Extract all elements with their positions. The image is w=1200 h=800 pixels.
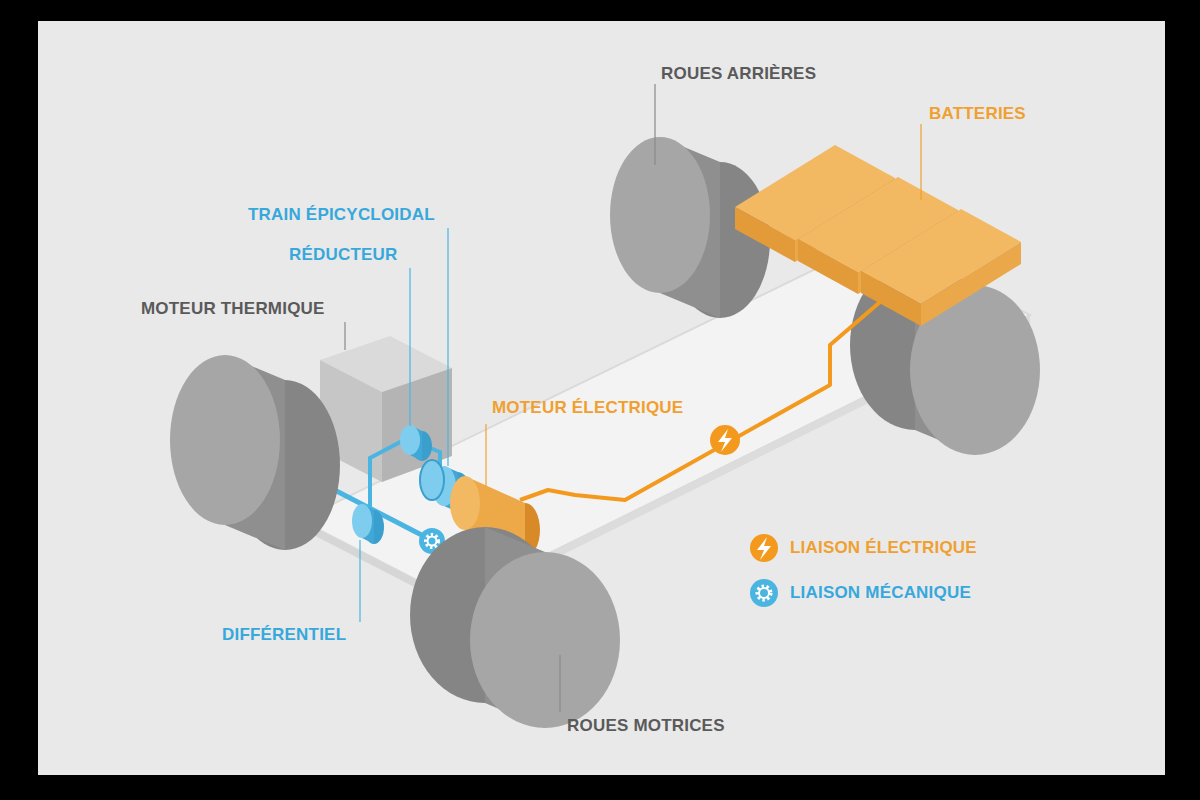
leader-lines [485, 424, 486, 486]
legend-icons [750, 534, 778, 607]
reduction-gear [400, 425, 420, 455]
part-label: DIFFÉRENTIEL [222, 625, 346, 645]
legend-icons [750, 534, 778, 562]
electric-wire [718, 429, 732, 452]
leader-lines [344, 322, 345, 350]
battery-pack [798, 239, 858, 294]
part-label: ROUES ARRIÈRES [661, 64, 816, 84]
leader-lines [447, 228, 448, 466]
differential [352, 504, 372, 538]
legend-text: LIAISON ÉLECTRIQUE [790, 538, 977, 558]
leader-lines [409, 268, 410, 426]
electric-wire [710, 425, 740, 455]
leader-lines [654, 84, 655, 165]
legend-icons [757, 537, 771, 560]
front-right-wheel [470, 552, 620, 728]
planetary-gear [420, 460, 444, 500]
leader-lines [345, 84, 921, 712]
combustion-engine [382, 368, 452, 482]
part-label: MOTEUR ÉLECTRIQUE [492, 398, 683, 418]
front-left-wheel [170, 355, 340, 550]
gear-icon [426, 535, 438, 547]
part-label: BATTERIES [929, 104, 1026, 124]
battery-pack [735, 207, 795, 262]
front-left-wheel [170, 355, 280, 525]
battery-pack [921, 242, 1021, 326]
mechanical-links [370, 440, 404, 512]
leader-lines [559, 655, 560, 712]
rear-left-wheel [610, 137, 710, 293]
leader-lines [920, 124, 921, 200]
part-label: ROUES MOTRICES [567, 716, 725, 736]
legend-icons [750, 579, 778, 607]
front-right-wheel [410, 527, 620, 728]
electric-motor [450, 476, 480, 530]
part-label: MOTEUR THERMIQUE [141, 299, 325, 319]
battery-pack [861, 271, 921, 326]
part-label: TRAIN ÉPICYCLOIDAL [248, 205, 435, 225]
legend-text: LIAISON MÉCANIQUE [790, 583, 971, 603]
legend-icons [758, 587, 771, 600]
leader-lines [359, 540, 360, 622]
reduction-gear [400, 425, 432, 461]
battery-pack [735, 145, 1021, 326]
part-label: RÉDUCTEUR [289, 245, 398, 265]
differential [352, 504, 384, 544]
legend-icons [759, 588, 769, 598]
gear-icon [428, 537, 437, 546]
